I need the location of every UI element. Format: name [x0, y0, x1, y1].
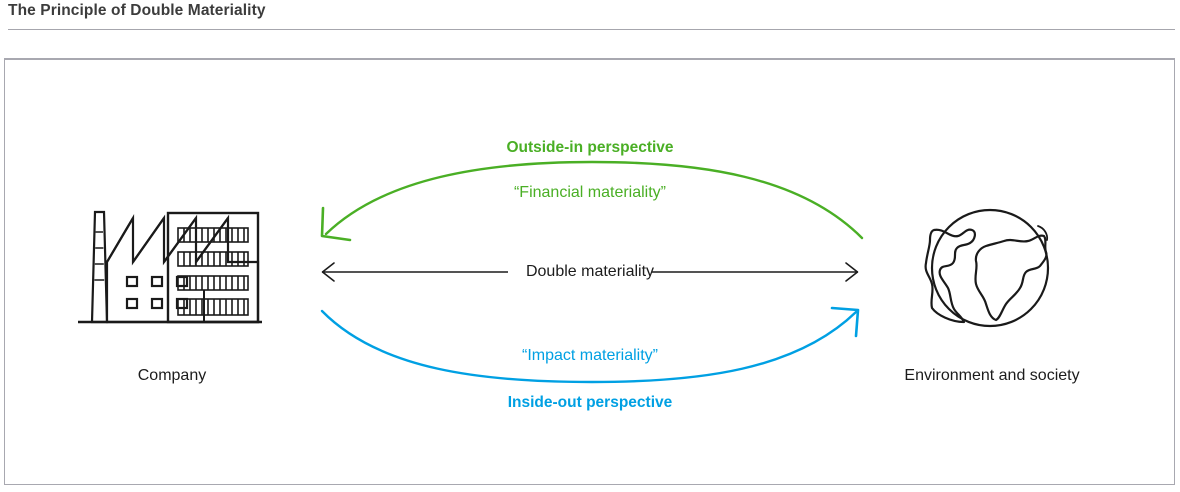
title-divider — [8, 29, 1175, 30]
inside-out-heading: Inside-out perspective — [507, 394, 673, 411]
page-title: The Principle of Double Materiality — [8, 2, 266, 19]
double-materiality-label: Double materiality — [525, 263, 655, 280]
financial-materiality-label: “Financial materiality” — [513, 184, 667, 201]
environment-node-label: Environment and society — [904, 367, 1080, 384]
company-node-label: Company — [137, 367, 207, 384]
impact-materiality-label: “Impact materiality” — [521, 347, 659, 364]
outside-in-heading: Outside-in perspective — [506, 139, 674, 156]
